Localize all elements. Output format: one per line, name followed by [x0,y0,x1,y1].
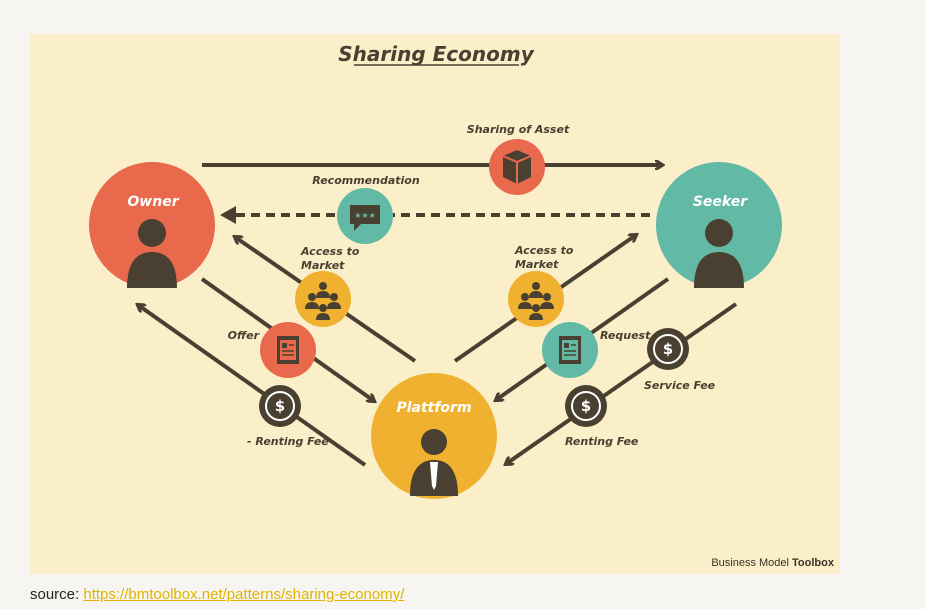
owner-node: Owner [89,162,215,288]
group-icon [508,271,564,327]
dollar-icon: $ [259,385,301,427]
brand-bold: Toolbox [792,557,835,569]
access-left-label-1: Access to [300,245,360,258]
person-icon [127,219,177,288]
svg-text:$: $ [275,397,285,415]
access-right-label-2: Market [515,258,559,271]
offer-label: Offer [228,329,260,342]
owner-label: Owner [127,194,179,210]
group-icon [295,271,351,327]
svg-text:$: $ [581,397,591,415]
document-icon [542,322,598,378]
platform-label: Plattform [396,400,471,416]
dollar-icon: $ [647,328,689,370]
renting-fee-left-label: - Renting Fee [247,435,329,448]
person-icon [694,219,744,288]
document-icon [260,322,316,378]
seeker-node: Seeker [656,162,782,288]
platform-node: Plattform [371,373,497,499]
recommendation-label: Recommendation [312,174,420,187]
source-label: source: [30,586,84,603]
diagram-title: Sharing Economy [338,42,534,66]
request-label: Request [600,329,651,342]
renting-fee-left-arrow [138,305,367,467]
box-icon [489,139,545,195]
sharing-of-asset-label: Sharing of Asset [467,123,570,136]
renting-fee-right-arrow [506,302,738,464]
source-caption: source: https://bmtoolbox.net/patterns/s… [30,586,404,603]
businessperson-icon [410,429,458,496]
renting-fee-right-label: Renting Fee [565,435,639,448]
chat-bubble-icon: ★★★ [337,188,393,244]
source-link[interactable]: https://bmtoolbox.net/patterns/sharing-e… [83,586,405,603]
svg-text:$: $ [663,340,673,358]
recommendation-arrowhead [220,206,236,224]
brand-regular: Business Model [711,557,792,569]
svg-text:★★★: ★★★ [354,211,376,220]
diagram-card: Sharing Economy Owner Seeker Plattform [30,34,840,574]
access-left-label-2: Market [301,259,345,272]
access-right-label-1: Access to [514,244,574,257]
brand-logo: Business Model Toolbox [711,557,835,569]
seeker-label: Seeker [693,194,748,210]
dollar-icon: $ [565,385,607,427]
service-fee-label: Service Fee [644,379,716,392]
sharing-economy-diagram: Sharing Economy Owner Seeker Plattform [89,42,835,569]
